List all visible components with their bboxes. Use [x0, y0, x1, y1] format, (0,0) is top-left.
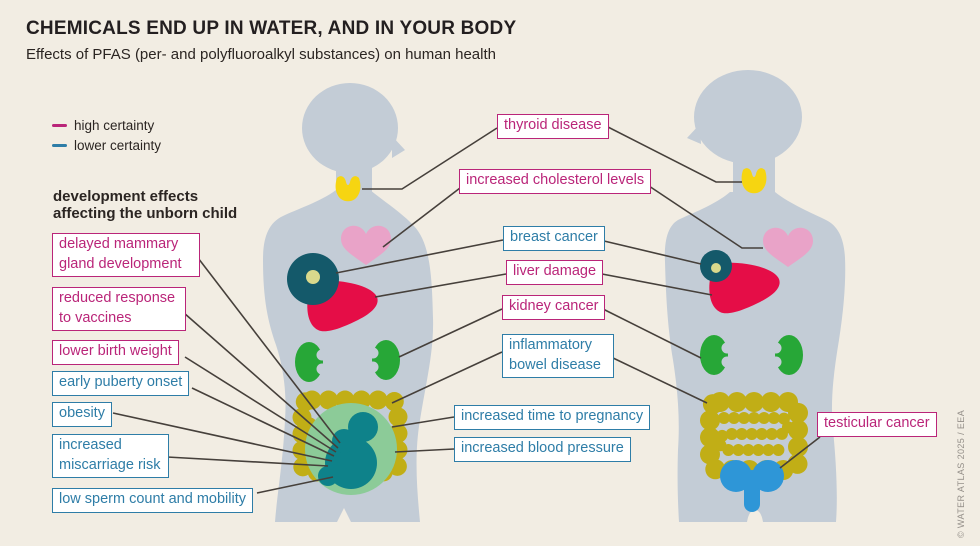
section-header-line2: affecting the unborn child — [53, 205, 238, 222]
line-testicular — [779, 436, 821, 469]
line-blood-pressure — [394, 448, 455, 453]
label-inflammatory-bowel-disease: inflammatory bowel disease — [502, 334, 614, 378]
label-testicular-cancer: testicular cancer — [817, 412, 937, 437]
heart-icon-male — [763, 227, 813, 267]
line-cholesterol-male — [648, 185, 763, 249]
thyroid-icon-female — [335, 176, 361, 202]
line-liver-male — [601, 273, 713, 296]
line-reduced-response — [183, 312, 339, 449]
line-liver-female — [374, 273, 507, 298]
legend-lower-label: lower certainty — [74, 137, 162, 153]
line-early-puberty — [191, 387, 335, 457]
section-header-line1: development effects — [53, 188, 199, 205]
label-thyroid-disease: thyroid disease — [497, 114, 609, 139]
line-bowel-female — [391, 351, 503, 404]
heart-icon-female — [341, 225, 391, 265]
line-breast-male — [603, 240, 702, 265]
uterus-fetus-icon — [305, 403, 397, 495]
label-reduced-response-to-vaccines: reduced response to vaccines — [52, 287, 186, 331]
label-kidney-cancer: kidney cancer — [502, 295, 606, 320]
line-delayed-mammary — [194, 253, 341, 444]
label-early-puberty-onset: early puberty onset — [52, 371, 190, 396]
label-liver-damage: liver damage — [506, 260, 604, 285]
label-increased-miscarriage-risk: increased miscarriage risk — [52, 434, 169, 478]
credit-line: © WATER ATLAS 2025 / EEA — [956, 409, 966, 538]
label-breast-cancer: breast cancer — [503, 226, 605, 251]
label-low-sperm-count-and-mobility: low sperm count and mobility — [52, 488, 253, 513]
page-subtitle: Effects of PFAS (per- and polyfluoroalky… — [26, 46, 496, 63]
line-thyroid-female — [362, 127, 498, 190]
line-time-pregnancy — [391, 416, 455, 428]
connector-lines — [112, 126, 821, 494]
page-title: CHEMICALS END UP IN WATER, AND IN YOUR B… — [26, 18, 517, 39]
label-obesity: obesity — [52, 402, 112, 427]
legend-lower-certainty: lower certainty — [52, 135, 161, 155]
line-lower-birth-weight — [184, 356, 337, 453]
kidneys-icon-male — [700, 335, 803, 375]
line-miscarriage — [166, 456, 329, 467]
label-lower-birth-weight: lower birth weight — [52, 340, 179, 365]
line-kidney-male — [602, 308, 702, 359]
certainty-legend: high certainty lower certainty — [52, 115, 161, 155]
line-bowel-male — [610, 356, 708, 404]
thyroid-icon-male — [741, 168, 767, 194]
breast-icon-male — [700, 250, 732, 282]
breast-icon-female — [287, 253, 339, 305]
line-cholesterol-female — [382, 187, 461, 248]
high-certainty-dash-icon — [52, 123, 67, 127]
intestines-icon-male — [700, 392, 808, 480]
line-kidney-female — [398, 308, 503, 358]
section-header-development-effects: development effects affecting the unborn… — [53, 188, 237, 222]
testicles-icon — [720, 460, 784, 512]
line-breast-female — [335, 239, 504, 274]
line-thyroid-male — [607, 126, 742, 183]
line-obesity — [112, 412, 333, 462]
label-increased-cholesterol-levels: increased cholesterol levels — [459, 169, 652, 194]
label-delayed-mammary-gland-development: delayed mammary gland development — [52, 233, 200, 277]
label-increased-blood-pressure: increased blood pressure — [454, 437, 631, 462]
lower-certainty-dash-icon — [52, 143, 67, 147]
legend-high-certainty: high certainty — [52, 115, 161, 135]
line-low-sperm — [256, 476, 334, 494]
legend-high-label: high certainty — [74, 117, 155, 133]
kidneys-icon-female — [295, 340, 400, 382]
label-increased-time-to-pregnancy: increased time to pregnancy — [454, 405, 651, 430]
